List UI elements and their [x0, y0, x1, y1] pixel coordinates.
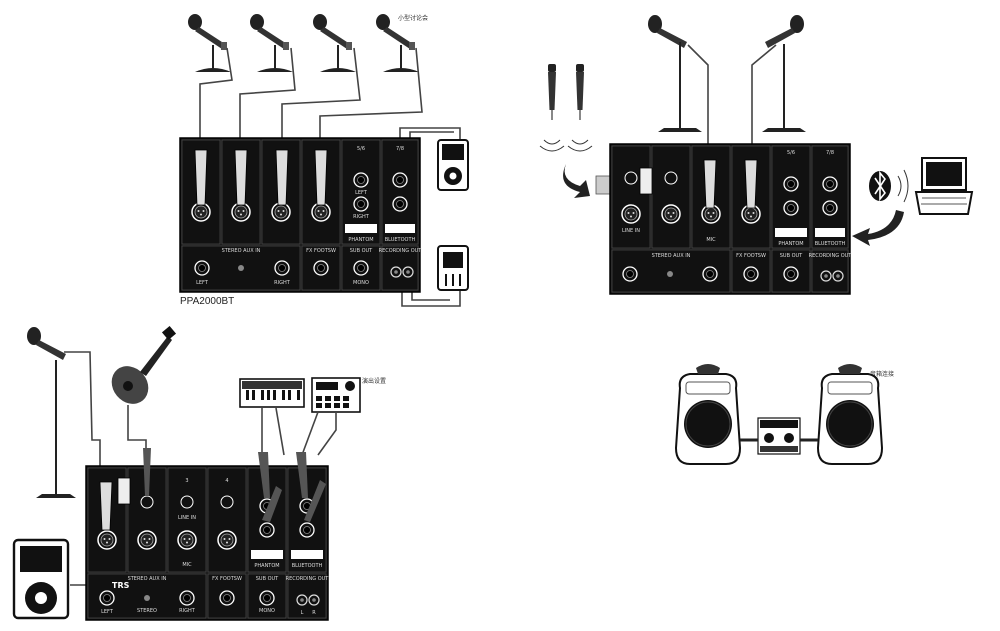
label-stereo-aux-in: STEREO AUX IN — [222, 248, 261, 254]
label-ch-5-6: 5/6 — [357, 146, 365, 152]
label-mono: MONO — [259, 608, 275, 614]
label-stereo: STEREO — [137, 608, 157, 614]
mp3-player-icon — [12, 538, 70, 620]
label-phantom: PHANTOM — [254, 563, 279, 569]
scene-bluetooth: PHANTOM BLUETOOTH STEREO AUX IN FX FOOTS… — [539, 15, 974, 295]
drum-machine-icon — [311, 377, 361, 413]
label-ch-7-8: 7/8 — [826, 150, 834, 156]
label-left-aux: LEFT — [196, 280, 209, 286]
label-fx-footsw: FX FOOTSW — [306, 248, 336, 254]
caption-band: 演出设置 — [362, 377, 386, 385]
label-bluetooth: BLUETOOTH — [815, 241, 846, 247]
model-label: PPA2000BT — [180, 296, 234, 307]
label-mono: MONO — [353, 280, 369, 286]
label-recording-out: RECORDING OUT — [379, 248, 423, 254]
mixer-panel: 3 4 LINE IN MIC PHANTOM BLUETOOTH STEREO… — [85, 448, 330, 621]
label-fx-footsw: FX FOOTSW — [736, 253, 766, 259]
label-ch-7-8: 7/8 — [396, 146, 404, 152]
label-mic: MIC — [182, 562, 192, 568]
label-recording-out: RECORDING OUT — [286, 576, 330, 582]
microphone-icon — [27, 327, 76, 498]
microphone-icon — [188, 14, 231, 72]
label-recording-out: RECORDING OUT — [809, 253, 853, 259]
scene-speakers: 音箱连接 — [675, 363, 894, 465]
mixer-panel: PHANTOM BLUETOOTH STEREO AUX IN FX FOOTS… — [179, 137, 423, 293]
label-right: RIGHT — [179, 608, 196, 614]
wireless-mic-icon — [539, 63, 593, 152]
scene-band: 演出设置 — [12, 325, 386, 621]
keyboard-icon — [239, 378, 305, 408]
guitar-icon — [111, 325, 177, 404]
label-bluetooth: BLUETOOTH — [385, 237, 416, 243]
label-right: RIGHT — [353, 214, 370, 220]
label-sub-out: SUB OUT — [350, 248, 373, 254]
label-line-in: LINE IN — [622, 228, 640, 234]
recorder-device — [437, 245, 469, 291]
label-ch-4: 4 — [225, 478, 228, 484]
caption-speakers: 音箱连接 — [870, 370, 894, 378]
microphone-icon — [648, 15, 702, 132]
label-right-aux: RIGHT — [274, 280, 291, 286]
label-fx-footsw: FX FOOTSW — [212, 576, 242, 582]
label-stereo-aux-in: STEREO AUX IN — [128, 576, 167, 582]
microphone-icon — [313, 14, 356, 72]
mp3-player-icon — [437, 139, 469, 191]
bluetooth-icon — [869, 170, 891, 202]
laptop-icon — [914, 157, 974, 215]
label-sub-out: SUB OUT — [780, 253, 803, 259]
label-bluetooth: BLUETOOTH — [292, 563, 323, 569]
label-ch-5-6: 5/6 — [787, 150, 795, 156]
microphone-icon — [762, 15, 806, 132]
cable — [199, 47, 461, 307]
label-ch-3: 3 — [185, 478, 188, 484]
speaker-icon — [675, 363, 741, 465]
label-left: LEFT — [355, 190, 368, 196]
label-trs: TRS — [112, 581, 130, 590]
cable — [687, 44, 777, 170]
label-mic: MIC — [706, 237, 716, 243]
microphone-icon — [250, 14, 293, 72]
label-stereo-aux-in: STEREO AUX IN — [652, 253, 691, 259]
label-phantom: PHANTOM — [778, 241, 803, 247]
scene-meeting: 小型讨论会 — [179, 14, 469, 307]
label-sub-out: SUB OUT — [256, 576, 279, 582]
label-l: L — [301, 610, 304, 616]
connector-panel — [740, 417, 818, 455]
microphone-icon — [376, 14, 419, 72]
label-r: R — [312, 610, 316, 616]
label-left: LEFT — [101, 609, 114, 615]
label-phantom: PHANTOM — [348, 237, 373, 243]
mixer-panel: PHANTOM BLUETOOTH STEREO AUX IN FX FOOTS… — [609, 143, 853, 295]
label-line-in: LINE IN — [178, 515, 196, 521]
speaker-icon — [817, 363, 883, 465]
caption-meeting: 小型讨论会 — [398, 14, 428, 22]
